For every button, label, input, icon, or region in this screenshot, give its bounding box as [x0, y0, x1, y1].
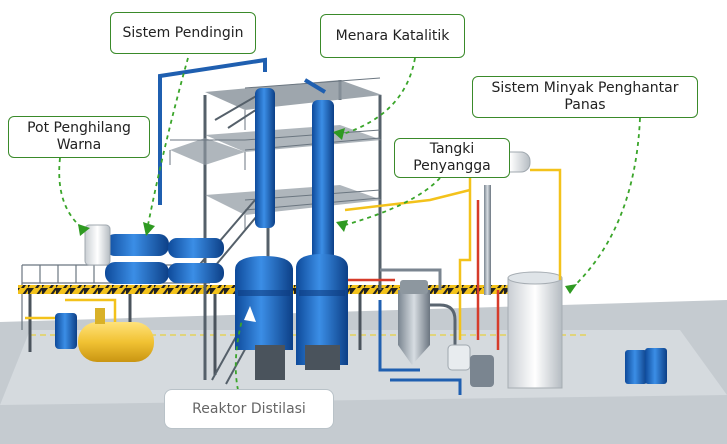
heat-oil-furnace [507, 271, 563, 389]
buffer-tank-area [398, 280, 494, 387]
color-remover-pot [84, 224, 111, 266]
callout-arrows [58, 57, 641, 391]
catalytic-column [312, 100, 334, 262]
arrow-heads [78, 128, 577, 294]
label-cooling-system: Sistem Pendingin [110, 12, 256, 54]
label-heat-oil-system: Sistem Minyak Penghantar Panas [472, 76, 698, 118]
label-distillation-reactor: Reaktor Distilasi [164, 389, 334, 429]
label-catalytic-tower: Menara Katalitik [320, 14, 465, 58]
distillation-reactors [235, 254, 348, 380]
catalytic-tower-text: Menara Katalitik [335, 27, 450, 44]
buffer-tank-text: Tangki Penyangga [413, 141, 491, 174]
distillation-reactor-text: Reaktor Distilasi [192, 400, 306, 417]
condenser-column [255, 88, 275, 228]
label-buffer-tank: Tangki Penyangga [394, 138, 510, 178]
small-blue-tank [55, 313, 77, 349]
cooling-system-text: Sistem Pendingin [122, 24, 244, 41]
oil-storage-tank [78, 308, 154, 362]
label-color-remover: Pot Penghilang Warna [8, 116, 150, 158]
heat-oil-system-text: Sistem Minyak Penghantar Panas [491, 80, 679, 113]
blue-drums [625, 348, 667, 384]
color-remover-text: Pot Penghilang Warna [27, 120, 131, 153]
condensers [105, 234, 224, 284]
chimney [484, 185, 491, 295]
process-piping [344, 168, 562, 395]
reactor-arrow-head [244, 306, 256, 322]
